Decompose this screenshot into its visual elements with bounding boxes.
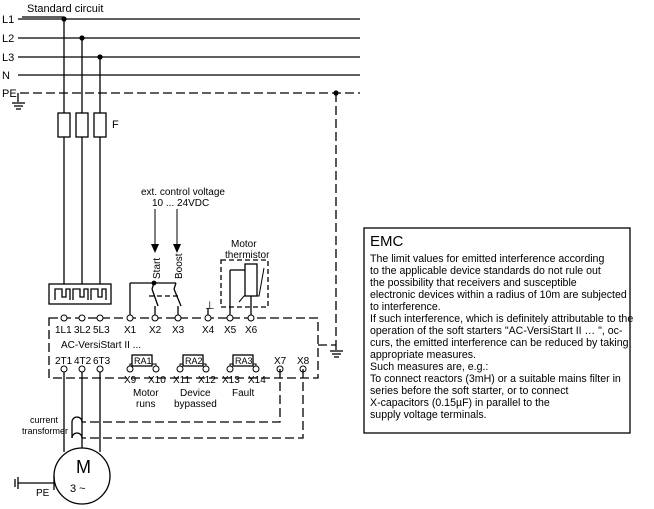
terminal-x4: X4: [202, 325, 215, 336]
motor-pe-ground-icon: [14, 476, 55, 490]
relay-label-device: Device: [180, 388, 211, 399]
emc-line: To connect reactors (3mH) or a suitable …: [370, 373, 621, 385]
circuit-title: Standard circuit: [27, 3, 103, 15]
thermistor-icon: [220, 259, 269, 318]
emc-line: If such interference, which is definitel…: [370, 313, 633, 325]
control-voltage-label: ext. control voltage: [141, 187, 225, 198]
terminal-x7: X7: [274, 356, 287, 367]
emc-line: electronic devices within a radius of 10…: [370, 289, 627, 301]
thermistor-label-1: Motor: [231, 239, 257, 250]
emc-line: Such measures are, e.g.:: [370, 361, 488, 373]
bypass-contacts: [48, 283, 112, 305]
terminal-x14: X14: [248, 375, 266, 386]
terminal-x1: X1: [124, 325, 137, 336]
relay-label-runs: runs: [136, 399, 155, 410]
emc-line: to interference.: [370, 301, 441, 313]
relay-outputs: RA1 RA2 RA3 X7 X8 X9 X10 X11 X12 X13 X14…: [124, 354, 310, 410]
emc-line: The limit values for emitted interferenc…: [370, 253, 604, 265]
relay-label-motor: Motor: [133, 388, 159, 399]
terminal-2t1: 2T1: [55, 356, 73, 367]
terminal-x2: X2: [149, 325, 162, 336]
fuses: F: [57, 112, 119, 138]
switch-label-boost: Boost: [174, 253, 185, 279]
device-name: AC-VersiStart II ...: [61, 340, 141, 351]
relay-ra1: RA1: [134, 356, 152, 366]
x4-ground-icon: ⊥: [205, 300, 215, 312]
terminal-6t3: 6T3: [93, 356, 111, 367]
top-terminals: 1L1 3L2 5L3 X1 X2 X3 X4 X5 X6: [55, 314, 258, 336]
relay-label-fault: Fault: [232, 388, 254, 399]
emc-line: appropriate measures.: [370, 349, 476, 361]
line-label-pe: PE: [2, 88, 17, 100]
emc-line: the possibility that receivers and susce…: [370, 277, 577, 289]
control-switches: [129, 280, 182, 318]
terminal-3l2: 3L2: [74, 325, 91, 336]
motor-icon: M 3 ~: [53, 447, 111, 505]
terminal-4t2: 4T2: [74, 356, 92, 367]
line-label-l2: L2: [2, 33, 14, 45]
current-transformer-label-2: transformer: [22, 426, 68, 436]
emc-box: EMC The limit values for emitted interfe…: [363, 227, 633, 434]
device-ground-icon: [330, 345, 343, 358]
line-label-l3: L3: [2, 52, 14, 64]
terminal-5l3: 5L3: [93, 325, 110, 336]
terminal-1l1: 1L1: [55, 325, 72, 336]
terminal-x6: X6: [245, 325, 258, 336]
thermistor-label-2: thermistor: [225, 250, 270, 261]
emc-line: to the applicable device standards do no…: [370, 265, 601, 277]
terminal-x10: X10: [148, 375, 166, 386]
terminal-x3: X3: [172, 325, 185, 336]
motor-label: M: [76, 457, 91, 477]
emc-line: X-capacitors (0.15µF) in parallel to the: [370, 397, 550, 409]
pe-ground-icon: [12, 93, 25, 110]
supply-lines: L1 L2 L3 N PE: [2, 14, 360, 110]
bottom-terminals: 2T1 4T2 6T3: [55, 356, 111, 373]
relay-ra3: RA3: [235, 356, 253, 366]
switch-label-start: Start: [152, 258, 163, 279]
terminal-x11: X11: [173, 375, 190, 386]
motor-pe-label: PE: [36, 488, 50, 499]
soft-starter-device: [48, 317, 319, 379]
terminal-x12: X12: [198, 375, 216, 386]
terminal-x5: X5: [224, 325, 237, 336]
emc-title: EMC: [370, 233, 404, 250]
terminal-x9: X9: [124, 375, 137, 386]
control-voltage-arrows: [151, 209, 181, 253]
relay-ra2: RA2: [185, 356, 203, 366]
relay-label-bypassed: bypassed: [174, 399, 217, 410]
emc-line: supply voltage terminals.: [370, 409, 487, 421]
emc-line: operation of the soft starters "AC-Versi…: [370, 325, 623, 337]
motor-phase-label: 3 ~: [70, 483, 86, 495]
emc-line: curs, the emitted interference can be re…: [370, 337, 629, 349]
line-label-l1: L1: [2, 14, 14, 26]
terminal-x8: X8: [297, 356, 310, 367]
control-voltage-range: 10 ... 24VDC: [152, 198, 209, 209]
emc-line: series before the soft starter, or to co…: [370, 385, 568, 397]
terminal-x13: X13: [222, 375, 240, 386]
line-label-n: N: [2, 70, 10, 82]
current-transformer-label-1: current: [30, 415, 59, 425]
fuse-label: F: [112, 119, 119, 131]
current-transformer-icon: [71, 416, 83, 439]
